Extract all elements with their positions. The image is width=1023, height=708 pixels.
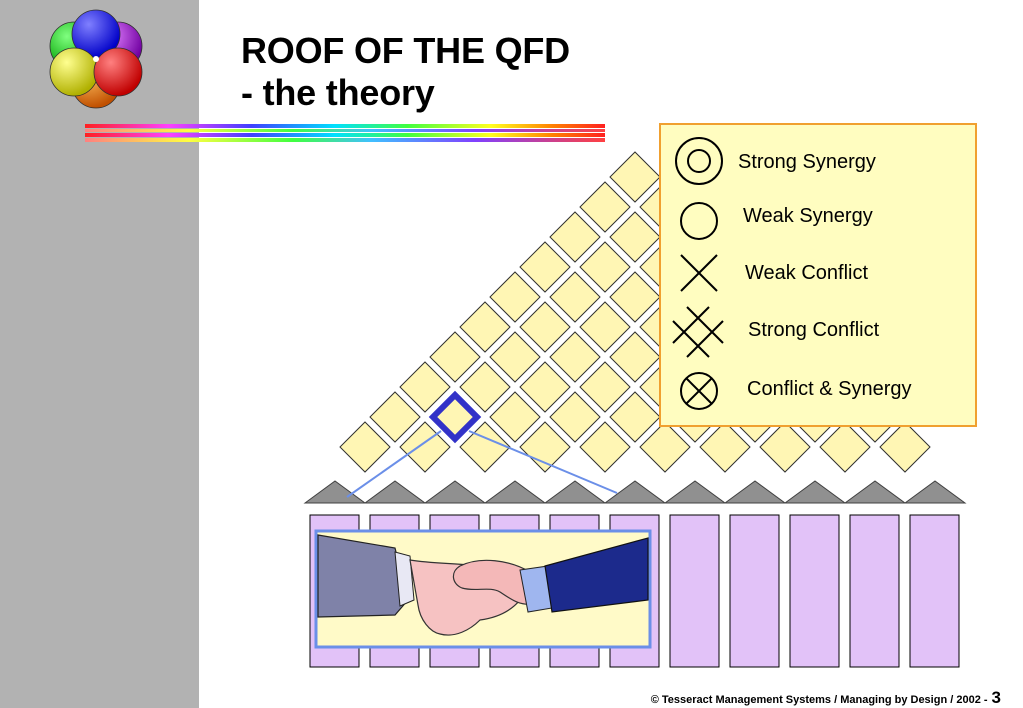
column-bar — [849, 514, 900, 668]
right-sleeve — [544, 537, 649, 613]
roof-cell — [579, 421, 631, 473]
roof-cell — [549, 271, 601, 323]
roof-cell — [519, 241, 571, 293]
roof-cell — [339, 421, 391, 473]
roof-base-triangle — [423, 480, 487, 504]
roof-cell — [609, 331, 661, 383]
cross-icon — [680, 254, 718, 292]
roof-cell — [399, 361, 451, 413]
roof-cell — [519, 421, 571, 473]
page-number: 3 — [991, 688, 1001, 707]
legend-label: Weak Synergy — [743, 205, 873, 227]
roof-cell — [579, 181, 631, 233]
roof-cell — [579, 361, 631, 413]
roof-cell — [489, 271, 541, 323]
legend-row-weak-synergy: Weak Synergy — [661, 196, 975, 246]
roof-cell — [819, 421, 871, 473]
roof-cell — [489, 331, 541, 383]
legend-row-weak-conflict: Weak Conflict — [661, 249, 975, 299]
roof-base-triangle — [783, 480, 847, 504]
legend-row-strong-conflict: Strong Conflict — [661, 305, 975, 358]
roof-cell — [879, 421, 931, 473]
roof-base-triangle — [843, 480, 907, 504]
roof-base-triangle — [363, 480, 427, 504]
double-circle-icon — [675, 137, 723, 185]
roof-cell — [609, 211, 661, 263]
roof-cell — [459, 421, 511, 473]
roof-cell — [549, 391, 601, 443]
column-bar — [789, 514, 840, 668]
roof-cell — [519, 301, 571, 353]
sidebar-strip — [0, 0, 199, 708]
double-cross-icon — [672, 306, 724, 358]
roof-base-triangle — [483, 480, 547, 504]
logo-spheres — [49, 9, 143, 109]
roof-base-triangle — [603, 480, 667, 504]
roof-cell — [369, 391, 421, 443]
highlighted-roof-cell — [428, 390, 482, 444]
column-bar — [909, 514, 960, 668]
column-bar — [669, 514, 720, 668]
legend-label: Weak Conflict — [745, 262, 869, 284]
roof-cell — [489, 391, 541, 443]
title-line-1: ROOF OF THE QFD — [241, 30, 570, 71]
title-line-2: - the theory — [241, 72, 435, 113]
legend-row-strong-synergy: Strong Synergy — [661, 137, 975, 187]
guide-line-right — [468, 430, 618, 494]
roof-cell — [429, 331, 481, 383]
roof-cell — [609, 151, 661, 203]
legend-box: Strong Synergy Weak Synergy Weak Conflic… — [659, 123, 977, 427]
roof-cell — [549, 211, 601, 263]
left-sleeve — [317, 534, 409, 618]
slide-title: ROOF OF THE QFD - the theory — [241, 30, 570, 114]
roof-cell — [639, 421, 691, 473]
roof-base-triangle — [663, 480, 727, 504]
left-cuff — [394, 551, 415, 607]
legend-label: Strong Synergy — [738, 151, 876, 173]
roof-cell — [459, 301, 511, 353]
roof-cell — [579, 301, 631, 353]
roof-base-triangle — [543, 480, 607, 504]
roof-base-triangle — [723, 480, 787, 504]
crossed-circle-icon — [680, 372, 718, 410]
footer-copyright: © Tesseract Management Systems / Managin… — [651, 688, 1001, 708]
roof-cell — [459, 361, 511, 413]
copyright-text: © Tesseract Management Systems / Managin… — [650, 694, 988, 706]
rainbow-divider — [85, 124, 605, 142]
roof-cell — [609, 391, 661, 443]
circle-icon — [680, 202, 718, 240]
roof-cell — [579, 241, 631, 293]
legend-label: Strong Conflict — [748, 319, 880, 341]
roof-base-triangle — [303, 480, 367, 504]
column-bar — [729, 514, 780, 668]
guide-line-left — [346, 430, 442, 498]
roof-base-triangle — [903, 480, 967, 504]
legend-label: Conflict & Synergy — [747, 378, 912, 400]
roof-cell — [759, 421, 811, 473]
handshake-illustration — [314, 529, 652, 649]
legend-row-conflict-synergy: Conflict & Synergy — [661, 367, 975, 417]
roof-cell — [699, 421, 751, 473]
roof-cell — [519, 361, 571, 413]
roof-cell — [549, 331, 601, 383]
right-hand — [452, 559, 535, 605]
roof-cell — [609, 271, 661, 323]
